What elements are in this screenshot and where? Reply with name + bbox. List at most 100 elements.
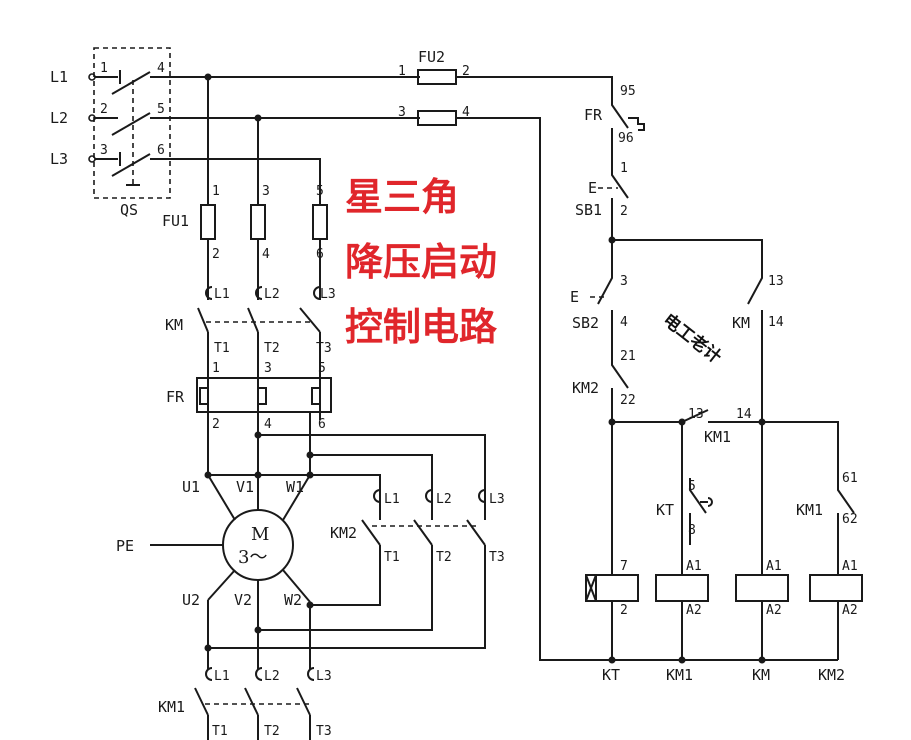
- kt-delay-contact: 5 KT 8: [656, 478, 713, 545]
- motor-m-label: M: [251, 524, 269, 545]
- km-bot-t2: T2: [264, 341, 280, 356]
- power-bus: [170, 73, 613, 661]
- coil-km1-name: KM1: [666, 666, 693, 684]
- km1-label: KM1: [158, 698, 185, 716]
- control-bottom-rail: [608, 656, 838, 664]
- km-top-l1: L1: [214, 287, 230, 302]
- km-top-l3: L3: [320, 287, 336, 302]
- motor-u1: U1: [182, 478, 200, 496]
- coil-km2-bot: A2: [842, 603, 858, 618]
- coil-km1-bot: A2: [686, 603, 702, 618]
- qs-term-2: 2: [100, 102, 108, 117]
- km1-nc-label: KM1: [796, 501, 823, 519]
- km1-nc-term-62: 62: [842, 512, 858, 527]
- km2-bot-t2: T2: [436, 550, 452, 565]
- motor-u2: U2: [182, 591, 200, 609]
- coil-km-top: A1: [766, 559, 782, 574]
- km1-no-term-14: 14: [736, 407, 752, 422]
- coil-km: A1 A2 KM: [735, 559, 789, 684]
- sb2-label: SB2: [572, 314, 599, 332]
- title-block: 星三角 降压启动 控制电路: [345, 175, 498, 349]
- control-rail-top: [608, 236, 763, 270]
- fr-thermal-relay: FR 1 3 5 2 4 6: [166, 361, 332, 432]
- qs-switch: L1 L2 L3 1 2 3 4 5 6 QS: [50, 47, 171, 219]
- km2-nc-label: KM2: [572, 379, 599, 397]
- motor: U1 V1 W1 M 3～ PE U2 V2 W2: [116, 474, 314, 652]
- fr-term-96: 96: [618, 131, 634, 146]
- km-top-l2: L2: [264, 287, 280, 302]
- coil-km1: A1 A2 KM1: [655, 559, 709, 684]
- km2-interlock-contact: 21 KM2 22: [572, 349, 636, 422]
- km-label: KM: [165, 316, 183, 334]
- qs-label: QS: [120, 201, 138, 219]
- fr-bot-6: 6: [318, 417, 326, 432]
- qs-term-4: 4: [157, 61, 165, 76]
- km-hold-term-14: 14: [768, 315, 784, 330]
- qs-term-6: 6: [157, 143, 165, 158]
- sb1-term-1: 1: [620, 161, 628, 176]
- km1-no-label: KM1: [704, 428, 731, 446]
- fr-top-3: 3: [264, 361, 272, 376]
- fu1-label: FU1: [162, 212, 189, 230]
- km1-delta-contacts: L1 L2 L3 KM1 T1 T2 T3: [158, 600, 332, 740]
- kt-term-5: 5: [688, 479, 696, 494]
- coil-km-name: KM: [752, 666, 770, 684]
- km1-top-l1: L1: [214, 669, 230, 684]
- title-line-2: 降压启动: [345, 240, 497, 284]
- sb1-term-2: 2: [620, 204, 628, 219]
- km-hold-label: KM: [732, 314, 750, 332]
- sb2-start-button: 3 E SB2 4: [570, 240, 628, 355]
- km1-bot-t1: T1: [212, 724, 228, 739]
- motor-w1: W1: [286, 478, 304, 496]
- kt-contact-label: KT: [656, 501, 674, 519]
- km1-nc-contact: 61 KM1 62: [796, 471, 858, 575]
- km1-bot-t3: T3: [316, 724, 332, 739]
- phase-label-l1: L1: [50, 68, 68, 86]
- km2-star-contacts: L1 L2 L3 KM2 T1 T2 T3: [208, 489, 505, 649]
- fu1-bot-2: 2: [212, 247, 220, 262]
- km-bot-t1: T1: [214, 341, 230, 356]
- km2-nc-term-22: 22: [620, 393, 636, 408]
- sb1-stop-button: 1 E SB1 2: [575, 160, 629, 240]
- fr-top-1: 1: [212, 361, 220, 376]
- fu2-term-1: 1: [398, 64, 406, 79]
- control-fr-contact: 95 FR 96: [584, 84, 645, 160]
- km1-bot-t2: T2: [264, 724, 280, 739]
- fr-label: FR: [166, 388, 185, 406]
- sb2-term-4: 4: [620, 315, 628, 330]
- coil-km-bot: A2: [766, 603, 782, 618]
- phase-label-l2: L2: [50, 109, 68, 127]
- coil-km2-name: KM2: [818, 666, 845, 684]
- phase-label-l3: L3: [50, 150, 68, 168]
- fu1-fuses: FU1 1 3 5 2 4 6: [162, 184, 328, 300]
- sb1-e-mark: E: [588, 179, 597, 197]
- sb2-term-3: 3: [620, 274, 628, 289]
- km1-nc-term-61: 61: [842, 471, 858, 486]
- coil-kt: 7 2 KT: [585, 559, 639, 684]
- fu1-top-1: 1: [212, 184, 220, 199]
- coil-km2: A1 A2 KM2: [809, 559, 863, 684]
- title-line-1: 星三角: [345, 175, 459, 219]
- fr-bot-4: 4: [264, 417, 272, 432]
- fr-term-95: 95: [620, 84, 636, 99]
- km2-label: KM2: [330, 524, 357, 542]
- km1-top-l3: L3: [316, 669, 332, 684]
- fr-bot-2: 2: [212, 417, 220, 432]
- km-main-contacts: L1 L2 L3 KM T1 T2 T3: [165, 286, 336, 420]
- km2-nc-term-21: 21: [620, 349, 636, 364]
- qs-term-5: 5: [157, 102, 165, 117]
- sb2-e-mark: E: [570, 288, 579, 306]
- km1-no-term-13: 13: [688, 407, 704, 422]
- kt-term-8: 8: [688, 523, 696, 538]
- fu1-top-5: 5: [316, 184, 324, 199]
- fu2-term-4: 4: [462, 105, 470, 120]
- fu2-term-2: 2: [462, 64, 470, 79]
- motor-w2: W2: [284, 591, 302, 609]
- km2-top-l3: L3: [489, 492, 505, 507]
- fu2-fuses: FU2 1 2 3 4: [398, 48, 470, 126]
- qs-term-1: 1: [100, 61, 108, 76]
- control-mid-rail: 13 14 KM1: [608, 407, 839, 575]
- km2-bot-t3: T3: [489, 550, 505, 565]
- motor-phase-label: 3～: [238, 547, 267, 568]
- coil-km2-top: A1: [842, 559, 858, 574]
